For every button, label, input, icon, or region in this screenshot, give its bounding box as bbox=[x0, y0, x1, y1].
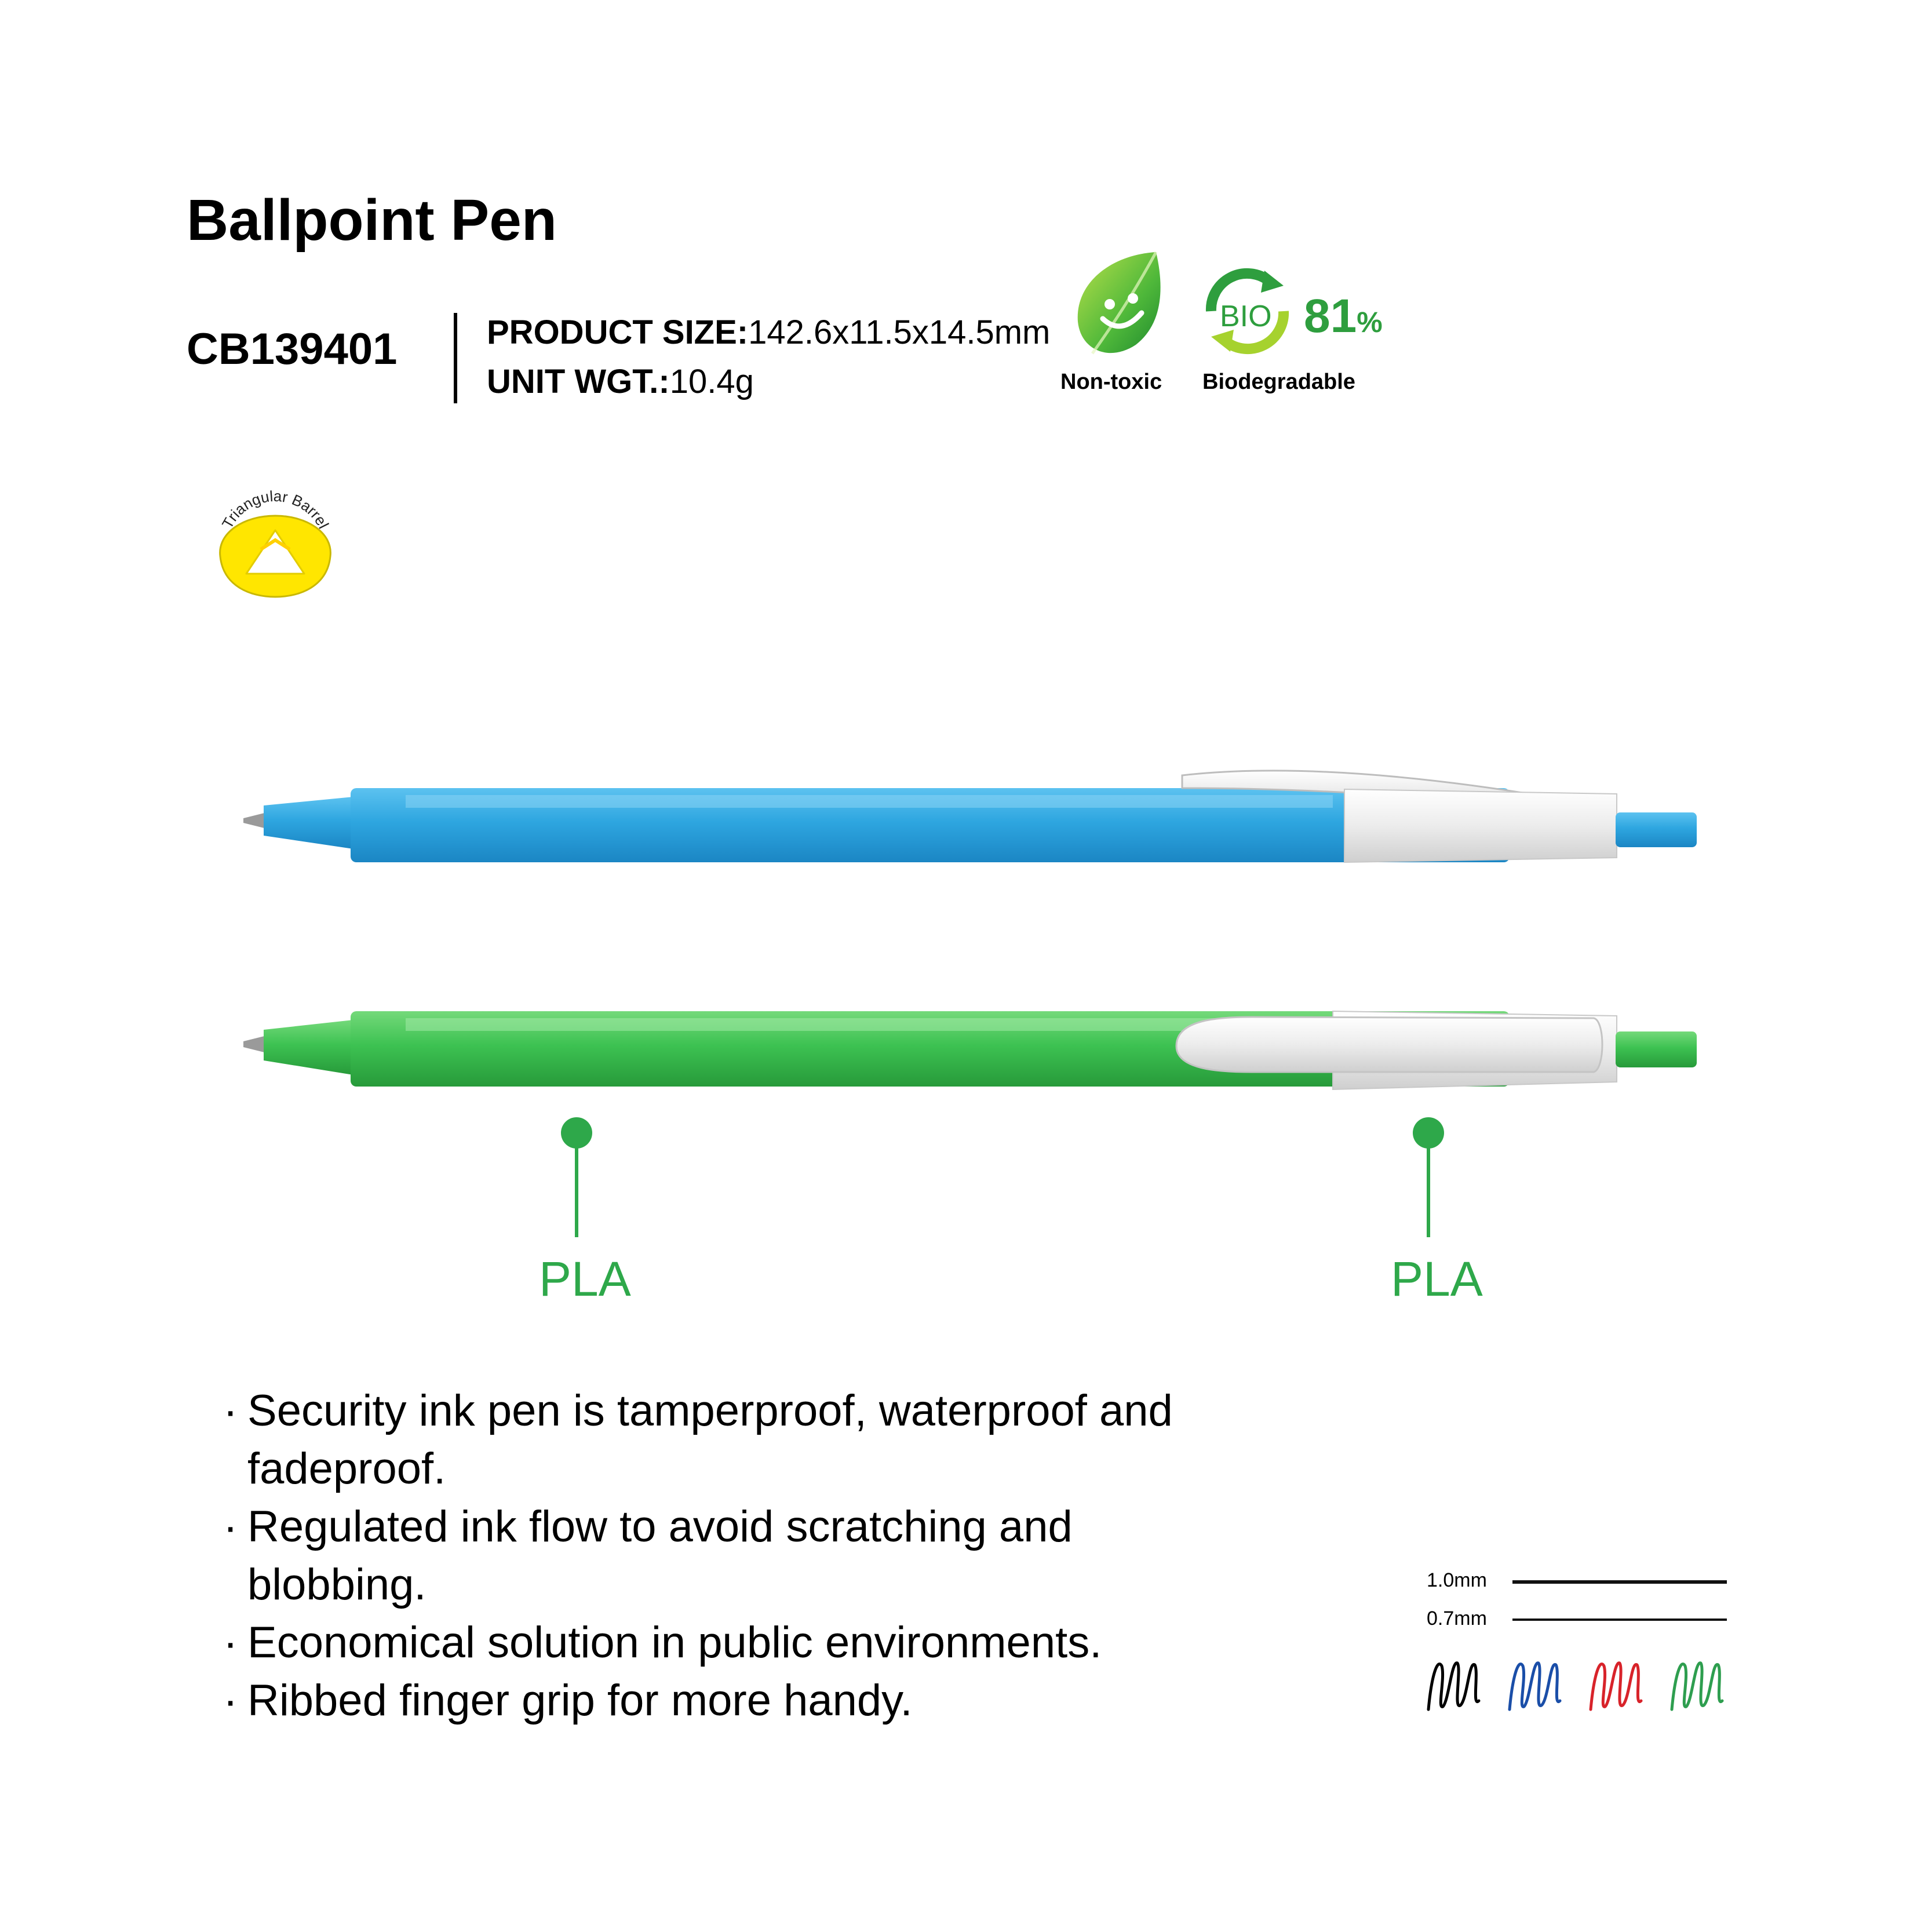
ink-scribble bbox=[1670, 1661, 1724, 1711]
feature-item: ·Security ink pen is tamperproof, waterp… bbox=[223, 1382, 1208, 1498]
recycle-arrows-icon bbox=[1205, 268, 1289, 355]
ink-scribble bbox=[1427, 1661, 1481, 1711]
unit-weight-label: UNIT WGT.: bbox=[487, 363, 670, 400]
callout-marker-right bbox=[1413, 1117, 1444, 1237]
feature-list: ·Security ink pen is tamperproof, waterp… bbox=[223, 1382, 1208, 1730]
product-size: PRODUCT SIZE:142.6x11.5x14.5mm bbox=[487, 316, 1050, 349]
line-sample-1 bbox=[1512, 1580, 1727, 1584]
blue-pen bbox=[243, 770, 1697, 863]
bio-percent-value: 81 bbox=[1304, 290, 1357, 342]
feature-item: ·Economical solution in public environme… bbox=[223, 1614, 1208, 1672]
bullet: · bbox=[223, 1676, 238, 1725]
leaf-smile-icon bbox=[1077, 251, 1161, 355]
callout-marker-left bbox=[561, 1117, 592, 1237]
material-label-right: PLA bbox=[1391, 1252, 1483, 1306]
product-size-value: 142.6x11.5x14.5mm bbox=[748, 314, 1051, 351]
product-size-label: PRODUCT SIZE: bbox=[487, 314, 749, 351]
bio-percent: 81% bbox=[1304, 293, 1383, 340]
unit-weight: UNIT WGT.:10.4g bbox=[487, 365, 754, 399]
bullet: · bbox=[223, 1618, 238, 1667]
biodegradable-label: Biodegradable bbox=[1202, 370, 1355, 394]
ink-color-samples bbox=[1427, 1661, 1724, 1711]
divider bbox=[454, 313, 457, 403]
bio-percent-sign: % bbox=[1357, 306, 1383, 338]
triangular-barrel-badge: Triangular Barrel bbox=[218, 487, 333, 598]
feature-item: ·Regulated ink flow to avoid scratching … bbox=[223, 1498, 1208, 1614]
ink-scribble bbox=[1508, 1661, 1562, 1711]
bullet: · bbox=[223, 1386, 238, 1435]
feature-item: ·Ribbed finger grip for more handy. bbox=[223, 1672, 1208, 1730]
bullet: · bbox=[223, 1502, 238, 1551]
green-pen bbox=[243, 1010, 1697, 1091]
line-width-label-2: 0.7mm bbox=[1427, 1607, 1487, 1630]
line-width-label-1: 1.0mm bbox=[1427, 1569, 1487, 1591]
nontoxic-label: Non-toxic bbox=[1060, 370, 1162, 394]
product-code: CB139401 bbox=[187, 325, 398, 374]
line-sample-2 bbox=[1512, 1618, 1727, 1621]
material-label-left: PLA bbox=[539, 1252, 631, 1306]
ink-scribble bbox=[1589, 1661, 1643, 1711]
unit-weight-value: 10.4g bbox=[669, 363, 754, 400]
bio-word: BIO bbox=[1220, 300, 1272, 333]
page-title: Ballpoint Pen bbox=[187, 188, 557, 253]
